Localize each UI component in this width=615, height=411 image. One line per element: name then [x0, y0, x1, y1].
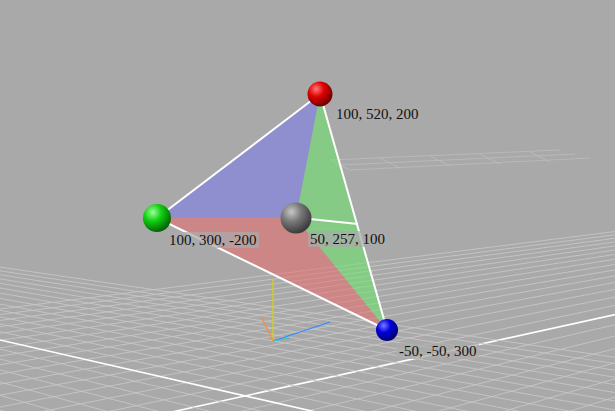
- coordinate-label: -50, -50, 300: [397, 343, 479, 359]
- grid-line: [440, 150, 615, 411]
- blue-sphere: [376, 319, 398, 341]
- far-grid: [330, 150, 590, 170]
- blue-face: [157, 94, 320, 218]
- gray-sphere: [281, 203, 312, 234]
- coordinate-label: 100, 300, -200: [167, 232, 259, 248]
- grid-line: [510, 150, 615, 411]
- coordinate-label: 50, 257, 100: [308, 231, 387, 247]
- grid-line: [0, 150, 120, 411]
- grid-line: [580, 150, 615, 411]
- green-sphere: [143, 204, 171, 232]
- coordinate-label: 100, 520, 200: [334, 106, 421, 122]
- grid-line: [0, 150, 175, 411]
- red-sphere: [308, 82, 333, 107]
- tetra-faces: [157, 94, 387, 330]
- tetra-edges: [157, 94, 387, 330]
